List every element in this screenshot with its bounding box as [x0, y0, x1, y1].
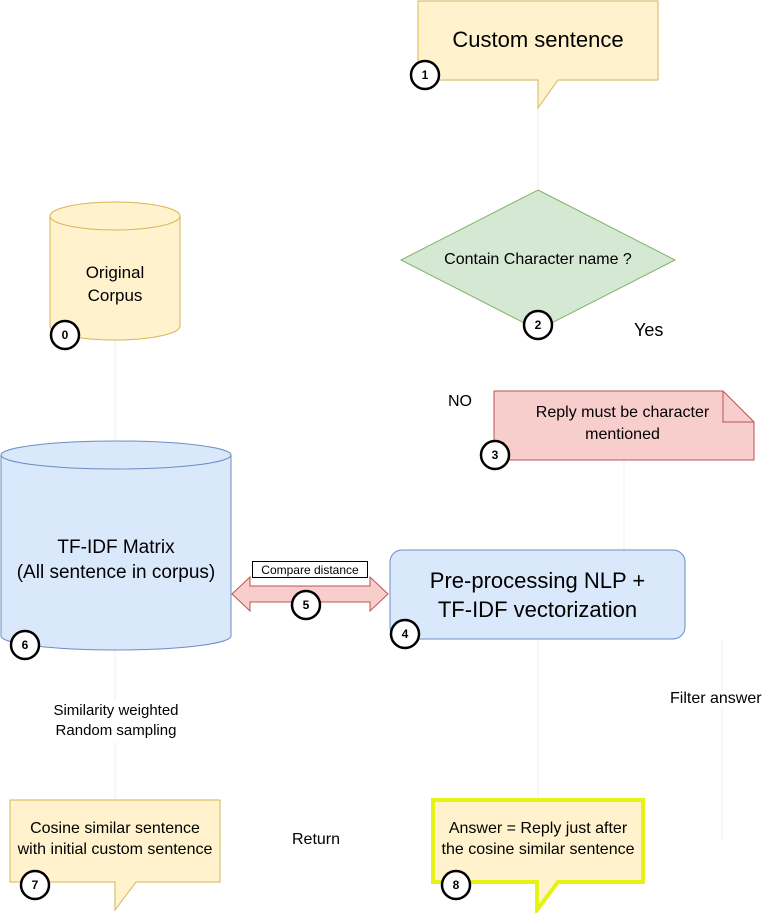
cosine-similar-line1: Cosine similar sentence — [30, 820, 200, 837]
badge-6: 6 — [21, 638, 29, 652]
preprocessing-text: Pre-processing NLP + TF-IDF vectorizatio… — [390, 564, 685, 626]
preprocessing-line2: TF-IDF vectorization — [437, 597, 638, 622]
original-corpus-line1: Original — [85, 263, 145, 282]
yes-label: Yes — [634, 320, 664, 340]
tfidf-matrix-text: TF-IDF Matrix (All sentence in corpus) — [1, 532, 231, 588]
badge-2: 2 — [534, 318, 542, 332]
answer-line1: Answer = Reply just after — [448, 820, 628, 837]
badge-0: 0 — [61, 328, 69, 342]
badge-5: 5 — [302, 598, 310, 612]
custom-sentence-text: Custom sentence — [452, 27, 624, 52]
badge-7: 7 — [31, 878, 39, 892]
badge-8: 8 — [452, 878, 460, 892]
badge-4: 4 — [401, 627, 409, 641]
tfidf-matrix-line2: (All sentence in corpus) — [16, 562, 216, 583]
sampling-line2: Random sampling — [55, 722, 177, 739]
no-label: NO — [448, 393, 472, 410]
reply-note-line2: mentioned — [585, 426, 660, 443]
sampling-line1: Similarity weighted — [53, 702, 179, 719]
contain-character-text: Contain Character name ? — [444, 251, 632, 268]
reply-note-text: Reply must be character mentioned — [500, 400, 745, 448]
preprocessing-box — [389, 549, 686, 640]
badge-1: 1 — [421, 68, 429, 82]
reply-note-line1: Reply must be character — [535, 404, 710, 421]
preprocessing-line1: Pre-processing NLP + — [429, 568, 646, 593]
badges — [9, 59, 554, 901]
tfidf-matrix-cylinder — [0, 440, 232, 651]
filter-answer-label: Filter answer — [670, 690, 762, 708]
return-label: Return — [292, 831, 341, 848]
tfidf-matrix-line1: TF-IDF Matrix — [57, 537, 175, 558]
original-corpus-text: Original Corpus — [50, 258, 180, 310]
cosine-similar-text: Cosine similar sentence with initial cus… — [10, 816, 220, 862]
answer-line2: the cosine similar sentence — [441, 841, 635, 858]
badge-3: 3 — [491, 448, 499, 462]
answer-text: Answer = Reply just after the cosine sim… — [433, 816, 643, 862]
compare-distance-label: Compare distance — [252, 561, 368, 578]
original-corpus-line2: Corpus — [87, 286, 143, 305]
sampling-label: Similarity weighted Random sampling — [36, 700, 196, 742]
cosine-similar-line2: with initial custom sentence — [17, 841, 213, 858]
